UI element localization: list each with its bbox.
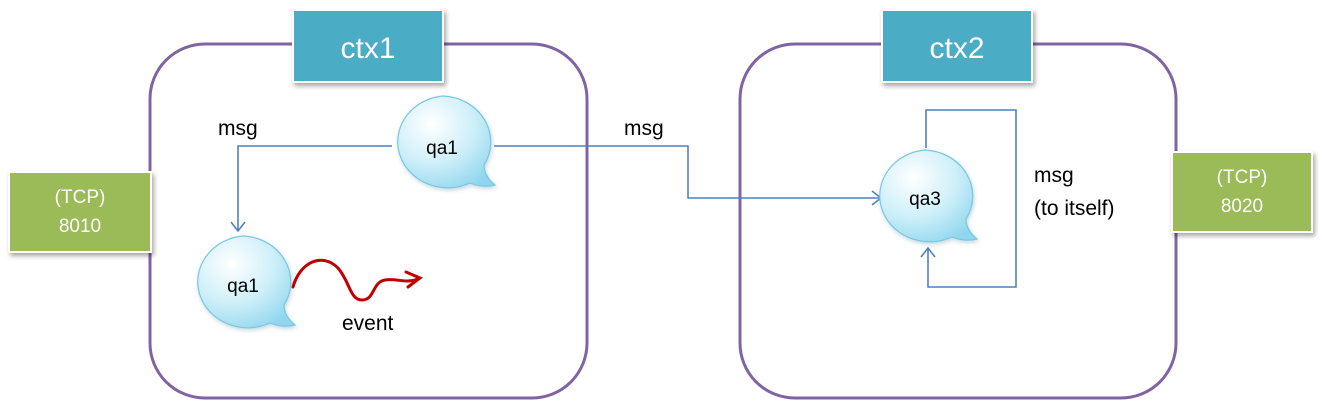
port-number-label: 8020 bbox=[1221, 196, 1263, 217]
context-ctx1-title: ctx1 bbox=[340, 32, 395, 65]
context-ctx1: ctx1 bbox=[148, 9, 589, 400]
port-protocol-label: (TCP) bbox=[55, 187, 106, 208]
actor-qa1-receiver bbox=[197, 235, 297, 329]
port-box-8020: (TCP) 8020 bbox=[1171, 151, 1313, 233]
actor-qa1-sender bbox=[397, 95, 497, 189]
port-box-8010: (TCP) 8010 bbox=[8, 171, 152, 253]
context-ctx1-border bbox=[148, 42, 589, 400]
actor-qa1-sender-label: qa1 bbox=[426, 138, 458, 159]
context-ctx2-title: ctx2 bbox=[929, 32, 984, 65]
message-arrow-local bbox=[230, 145, 392, 233]
port-protocol-label: (TCP) bbox=[1217, 167, 1268, 188]
context-ctx1-title-box bbox=[292, 9, 444, 83]
actor-qa3-label: qa3 bbox=[909, 189, 941, 210]
msg-label-remote: msg bbox=[624, 117, 664, 140]
actor-qa3 bbox=[879, 149, 979, 243]
port-number-label: 8010 bbox=[59, 216, 101, 237]
context-ctx2-title-box bbox=[881, 9, 1033, 83]
event-label: event bbox=[342, 312, 394, 335]
msg-label-self: msg bbox=[1034, 164, 1074, 187]
msg-label-self-note: (to itself) bbox=[1034, 197, 1115, 220]
msg-label-local: msg bbox=[218, 117, 258, 140]
actor-qa1-receiver-label: qa1 bbox=[227, 276, 259, 297]
event-arrow bbox=[291, 258, 423, 302]
message-arrow-self bbox=[920, 109, 1017, 288]
